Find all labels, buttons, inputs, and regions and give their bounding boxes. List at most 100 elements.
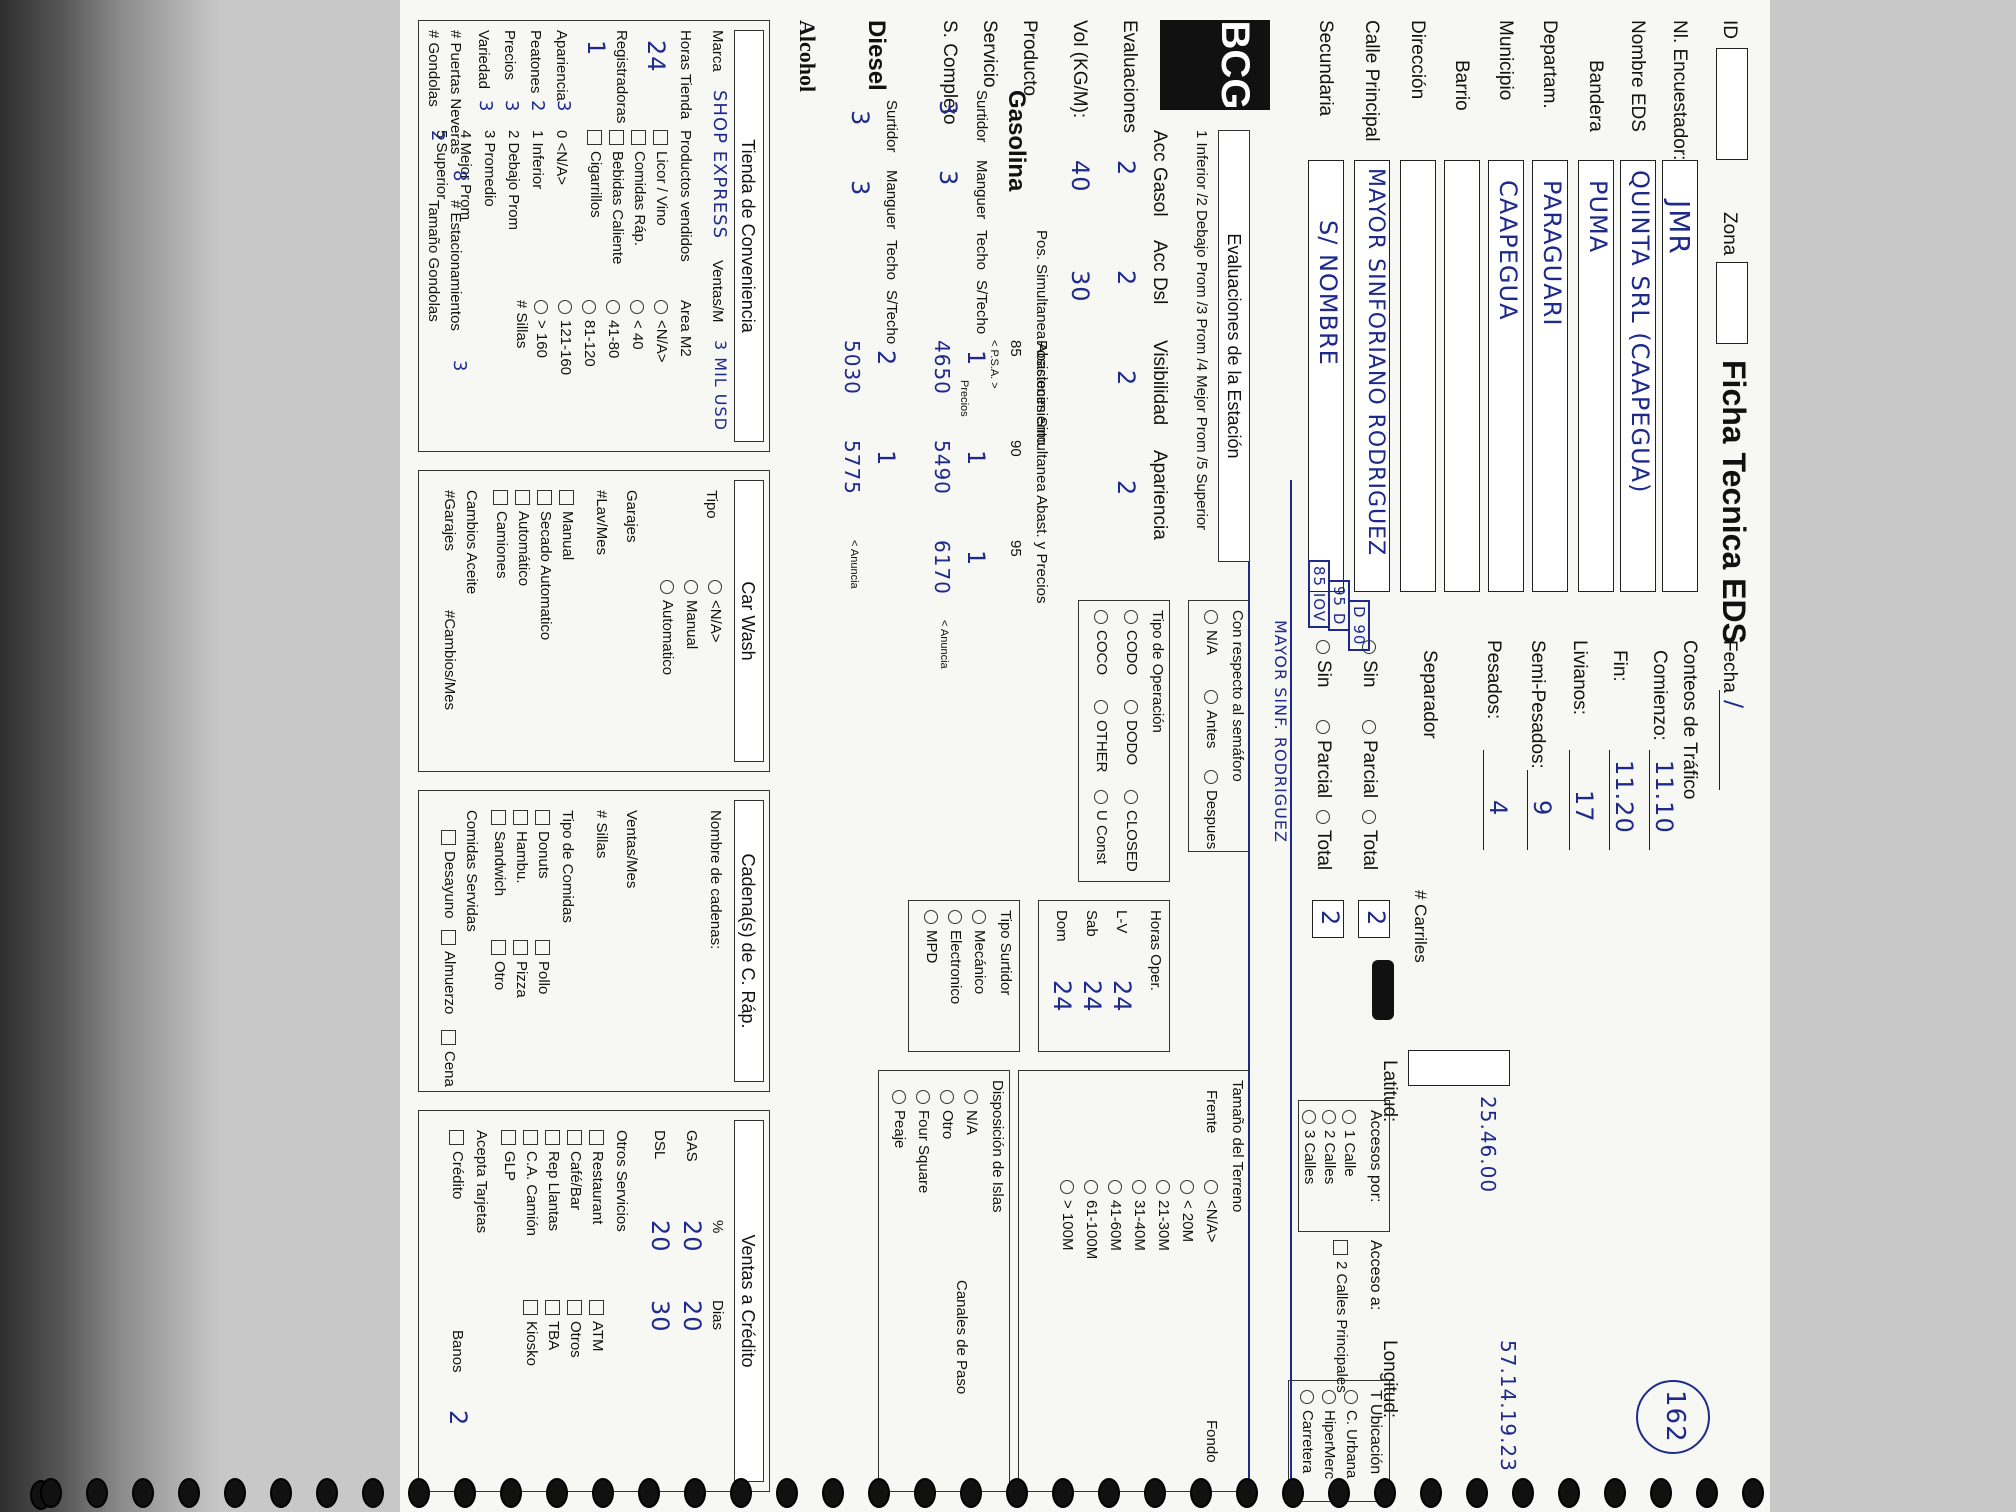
ubicacion-hipermerc[interactable]: HiperMerc <box>1321 1390 1338 1479</box>
separador-total-2[interactable]: Total <box>1312 810 1334 870</box>
islas-four-square[interactable]: Four Square <box>915 1090 932 1193</box>
producto-licor[interactable]: Licor / Vino <box>653 130 670 226</box>
otro-servicio-4[interactable]: Rep Llantas <box>545 1130 562 1231</box>
separador-parcial-1[interactable]: Parcial <box>1358 720 1380 798</box>
zona-field[interactable] <box>1716 262 1748 344</box>
terreno-option-2[interactable]: 21-30M <box>1155 1180 1172 1251</box>
binding-ring <box>638 1478 660 1508</box>
sketch-box-2: 95 D <box>1328 580 1350 632</box>
comida-otro[interactable]: Otro <box>491 940 508 990</box>
terreno-option-4[interactable]: 41-60M <box>1107 1180 1124 1251</box>
otro-servicio-7[interactable]: Kiosko <box>523 1300 540 1366</box>
operacion-title: Tipo de Operación <box>1149 610 1166 733</box>
producto-comidas[interactable]: Comidas Ráp. <box>631 130 648 246</box>
otro-servicio-6[interactable]: C.A. Camión <box>523 1130 540 1236</box>
departamento-label: Departam. <box>1539 20 1560 109</box>
carwash-tipo-auto[interactable]: Automatico <box>659 580 676 675</box>
otro-servicio-2[interactable]: Café/Bar <box>567 1130 584 1210</box>
surtidor-mpd[interactable]: MPD <box>923 910 940 963</box>
binding-ring <box>1236 1478 1258 1508</box>
ubicacion-urbana[interactable]: C. Urbana <box>1343 1390 1360 1478</box>
carwash-serv-auto[interactable]: Automático <box>515 490 532 586</box>
islas-peaje[interactable]: Peaje <box>891 1090 908 1148</box>
carwash-tipo-na[interactable]: <N/A> <box>707 580 724 643</box>
comida-hambu[interactable]: Hambu. <box>513 810 530 884</box>
operacion-coco[interactable]: COCO <box>1093 610 1110 675</box>
semaforo-antes[interactable]: Antes <box>1203 690 1220 748</box>
producto-bebidas[interactable]: Bebidas Caliente <box>609 130 626 264</box>
comida-sandwich[interactable]: Sandwich <box>491 810 508 896</box>
binding-ring <box>822 1478 844 1508</box>
operacion-closed[interactable]: CLOSED <box>1123 790 1140 872</box>
area-option-5[interactable]: > 160 <box>533 300 550 358</box>
carwash-serv-manual[interactable]: Manual <box>559 490 576 560</box>
binding-ring <box>1006 1478 1028 1508</box>
secundaria-label: Secundaria <box>1315 20 1336 117</box>
terreno-option-6[interactable]: > 100M <box>1059 1180 1076 1250</box>
otro-servicio-1[interactable]: ATM <box>589 1300 606 1352</box>
page-number: 162 <box>1660 1390 1690 1443</box>
diesel-col-surtidor: Surtidor <box>883 100 900 153</box>
comida-donuts[interactable]: Donuts <box>535 810 552 879</box>
gas-psa-85: 1 <box>962 350 990 367</box>
servida-almuerzo[interactable]: Almuerzo <box>441 930 458 1014</box>
cambios-title: Cambios Aceite <box>463 490 480 595</box>
tam-gondolas-title: Tamaño Gondolas <box>425 200 442 322</box>
otro-servicio-5[interactable]: TBA <box>545 1300 562 1350</box>
area-option-3[interactable]: 81-120 <box>581 300 598 367</box>
comida-pollo[interactable]: Pollo <box>535 940 552 994</box>
diesel-surtidor-value: 3 <box>846 110 874 127</box>
terreno-option-5[interactable]: 61-100M <box>1083 1180 1100 1259</box>
separador-total-1[interactable]: Total <box>1358 810 1380 870</box>
islas-otro[interactable]: Otro <box>939 1090 956 1139</box>
comida-pizza[interactable]: Pizza <box>513 940 530 998</box>
semaforo-na[interactable]: N/A <box>1203 610 1220 655</box>
tarjeta-credito[interactable]: Crédito <box>449 1130 466 1199</box>
direccion-field[interactable] <box>1400 160 1436 592</box>
operacion-uconst[interactable]: U Const <box>1093 790 1110 864</box>
comienzo-line <box>1649 750 1650 850</box>
islas-na[interactable]: N/A <box>963 1090 980 1135</box>
otro-servicio-8[interactable]: GLP <box>501 1130 518 1181</box>
gas-anuncia: < Anuncia <box>938 620 950 669</box>
binding-ring <box>1420 1478 1442 1508</box>
carwash-tipo-manual[interactable]: Manual <box>683 580 700 649</box>
barrio-field[interactable] <box>1444 160 1480 592</box>
operacion-other[interactable]: OTHER <box>1093 700 1110 773</box>
gas-psa-90: 1 <box>962 450 990 467</box>
semaforo-despues[interactable]: Despues <box>1203 770 1220 849</box>
form-page: ID Zona Ficha Tecnica EDS Fecha / Nl. En… <box>400 0 1770 1512</box>
acceso-1-calle[interactable]: 1 Calle <box>1341 1110 1358 1177</box>
ubicacion-carretera[interactable]: Carretera <box>1299 1390 1316 1473</box>
area-option-4[interactable]: 121-160 <box>557 300 574 375</box>
servida-desayuno[interactable]: Desayuno <box>441 830 458 919</box>
operacion-dodo[interactable]: DODO <box>1123 700 1140 765</box>
binding-ring <box>684 1478 706 1508</box>
livianos-line <box>1569 750 1570 850</box>
producto-cigarrillos[interactable]: Cigarrillos <box>587 130 604 218</box>
area-option-0[interactable]: <N/A> <box>653 300 670 363</box>
id-field[interactable] <box>1716 48 1748 160</box>
acceso-2-calles[interactable]: 2 Calles <box>1321 1110 1338 1184</box>
acceso-3-calles[interactable]: 3 Calles <box>1301 1110 1318 1184</box>
diesel-anuncia: < Anuncia <box>848 540 860 589</box>
area-option-1[interactable]: < 40 <box>629 300 646 350</box>
area-option-2[interactable]: 41-80 <box>605 300 622 358</box>
servida-cena[interactable]: Cena <box>441 1030 458 1087</box>
terreno-option-0[interactable]: <N/A> <box>1203 1180 1220 1243</box>
separador-sin-2[interactable]: Sin <box>1312 640 1334 687</box>
otro-servicio-3[interactable]: Otros <box>567 1300 584 1358</box>
livianos-value: 17 <box>1570 790 1598 823</box>
terreno-option-1[interactable]: < 20M <box>1179 1180 1196 1242</box>
encuestador-value: JMR <box>1663 200 1696 255</box>
operacion-codo[interactable]: CODO <box>1123 610 1140 675</box>
otro-servicio-0[interactable]: Restaurant <box>589 1130 606 1224</box>
terreno-option-3[interactable]: 31-40M <box>1131 1180 1148 1251</box>
surtidor-electronico[interactable]: Electronico <box>947 910 964 1004</box>
carwash-serv-camiones[interactable]: Camiones <box>493 490 510 579</box>
carwash-serv-secado[interactable]: Secado Automatico <box>537 490 554 640</box>
surtidor-mecanico[interactable]: Mecánico <box>971 910 988 994</box>
acceso-a-option[interactable]: 2 Calles Principales <box>1333 1240 1350 1393</box>
latitud-field[interactable] <box>1408 1050 1510 1086</box>
separador-parcial-2[interactable]: Parcial <box>1312 720 1334 798</box>
